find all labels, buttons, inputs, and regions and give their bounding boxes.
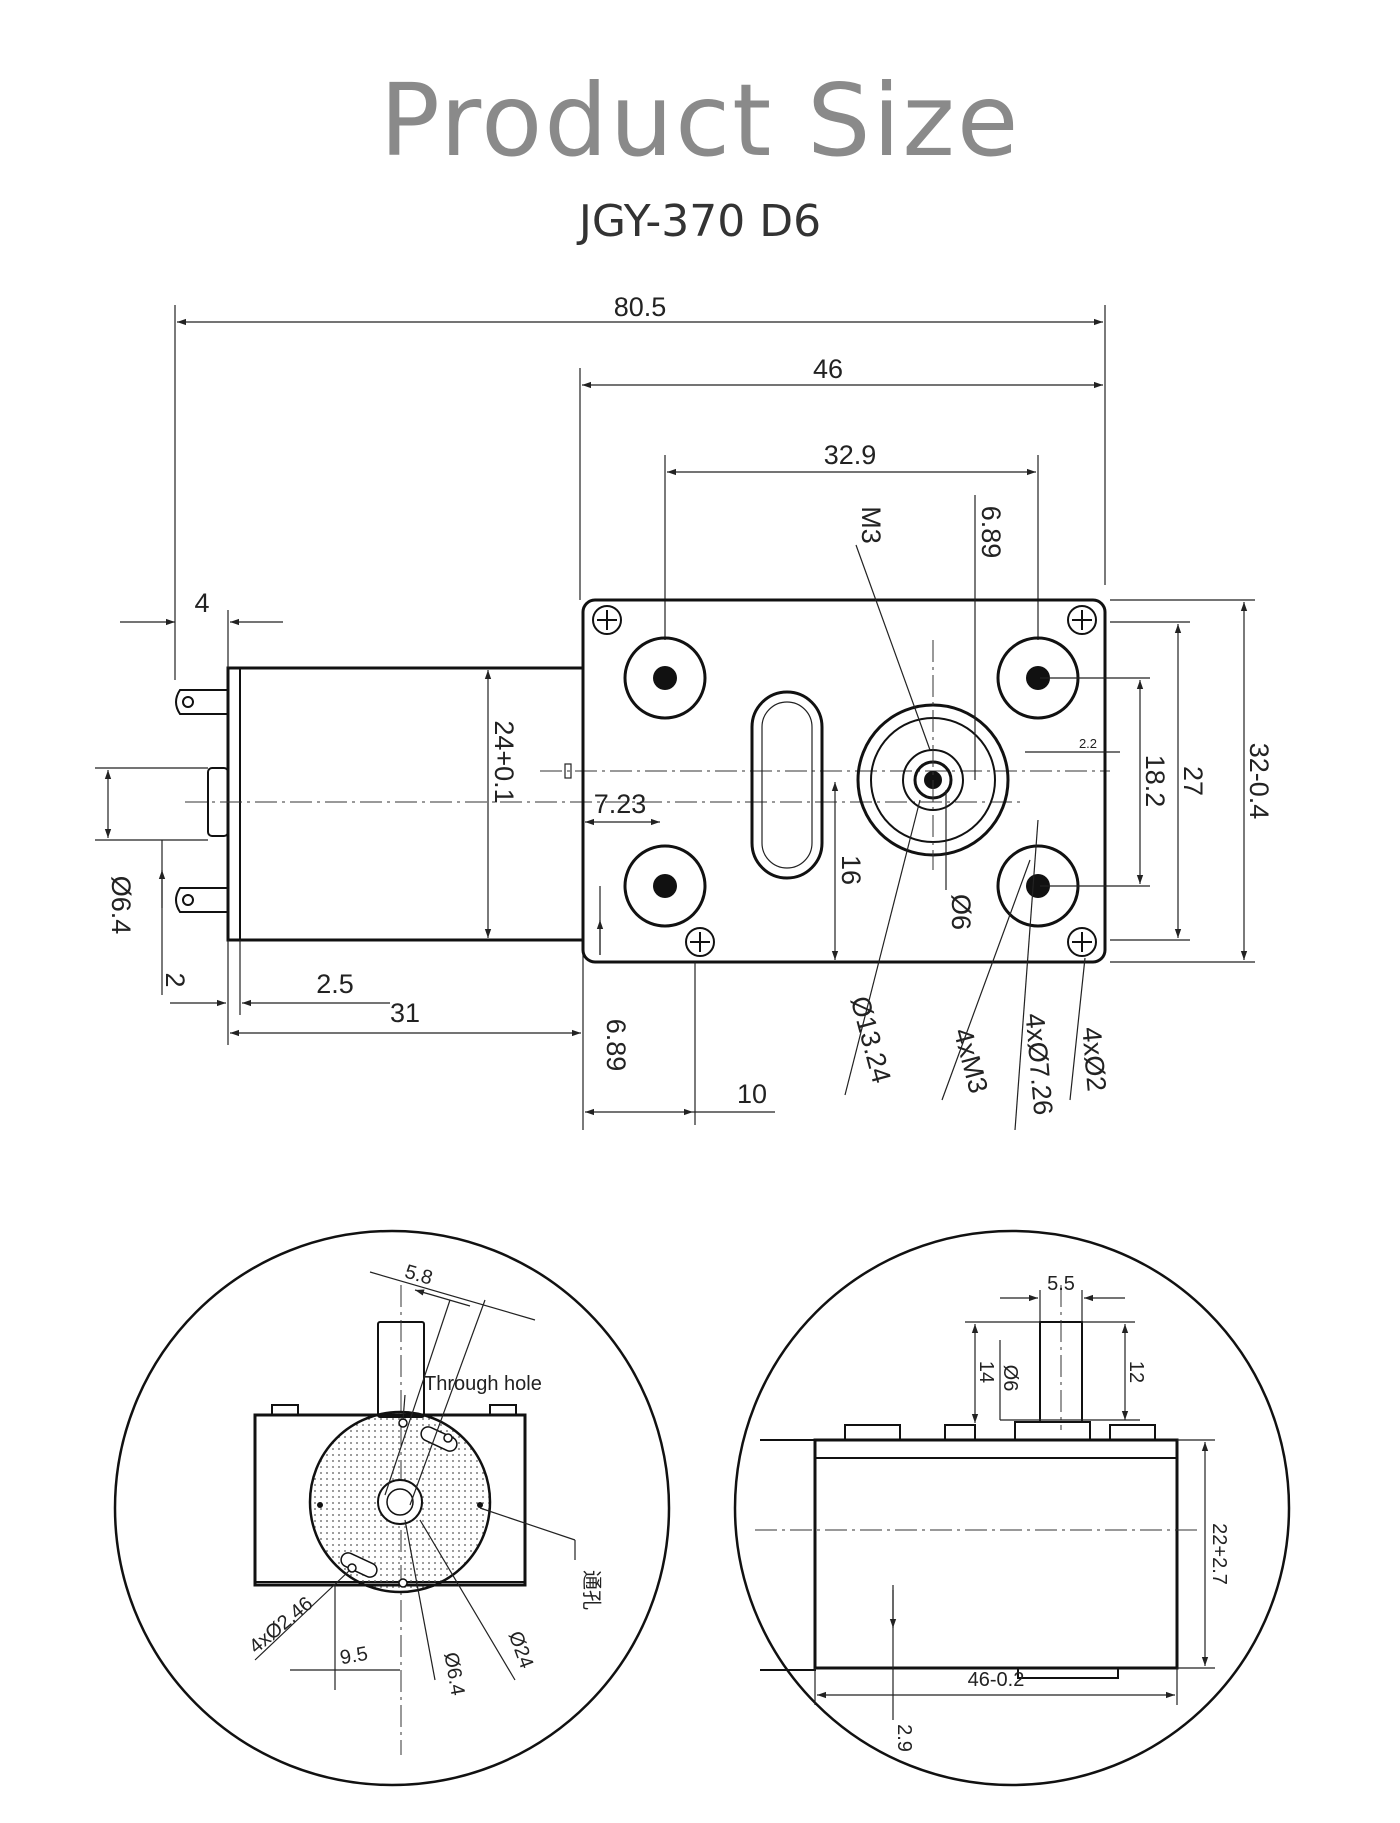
dim-mount-spacing: 32.9 [824, 440, 877, 470]
model-name: JGY-370 D6 [578, 196, 822, 247]
dim-2-2: 2.2 [1079, 736, 1097, 751]
label-m3: M3 [856, 506, 886, 544]
dim-27: 27 [1178, 766, 1208, 796]
label-4x2-46: 4xØ2.46 [245, 1593, 317, 1658]
screw-bottom-left [685, 927, 715, 957]
end-view: 5.8 Through hole 通孔 4xØ2.46 9.5 Ø6.4 Ø24 [113, 1229, 671, 1787]
dim-5-5: 5.5 [1047, 1273, 1075, 1295]
mount-hole-bl [623, 844, 707, 928]
dim-d6-4: Ø6.4 [439, 1651, 468, 1698]
screw-bottom-right [1067, 927, 1097, 957]
mount-hole-tl [623, 636, 707, 720]
dim-7-23: 7.23 [594, 789, 647, 819]
dim-motor-diameter: 24+0.1 [489, 720, 519, 803]
dim-12: 12 [1125, 1361, 1147, 1383]
dim-2-5: 2.5 [316, 969, 354, 999]
label-4x2: 4xØ2 [1076, 1026, 1112, 1093]
side-view-circle [733, 1229, 1291, 1787]
dim-5-8: 5.8 [402, 1261, 435, 1290]
dim-2-9: 2.9 [893, 1724, 915, 1752]
dim-boss-d64-left: Ø6.4 [106, 876, 136, 935]
terminal-top [175, 689, 228, 715]
top-view: 80.5 46 32.9 4 24+0.1 Ø6.4 [95, 292, 1274, 1131]
dim-motor-length: 31 [390, 998, 420, 1028]
terminal-bottom [175, 887, 228, 913]
side-view: 5.5 14 Ø6 12 22+2.7 46-0.2 2.9 [733, 1229, 1291, 1787]
dim-shaft-d6: Ø6 [946, 894, 976, 930]
dim-16: 16 [836, 855, 866, 885]
dim-10: 10 [737, 1079, 767, 1109]
dim-terminal-width: 4 [194, 588, 209, 618]
dim-length: 46-0.2 [968, 1669, 1025, 1691]
label-4xm3: 4xM3 [948, 1025, 994, 1097]
screw-top-left [592, 605, 622, 635]
side-gearbox-body [813, 1438, 1179, 1670]
end-view-circle [113, 1229, 671, 1787]
dim-boss-d13-24: Ø13.24 [845, 993, 897, 1086]
dim-9-5: 9.5 [338, 1643, 369, 1669]
dim-shaft-d6-side: Ø6 [999, 1365, 1021, 1392]
label-through-hole: Through hole [424, 1373, 542, 1395]
dim-2: 2 [160, 972, 190, 987]
dim-overall-length: 80.5 [614, 292, 667, 322]
dim-height: 22+2.7 [1208, 1523, 1230, 1585]
motor-body [226, 666, 585, 942]
dim-18-2: 18.2 [1140, 755, 1170, 808]
dim-6-89-top: 6.89 [976, 506, 1006, 559]
dim-6-89-bottom: 6.89 [601, 1019, 631, 1072]
label-through-hole-cn: 通孔 [580, 1570, 603, 1610]
gearbox-plate [581, 598, 1107, 964]
dim-gearbox-length: 46 [813, 354, 843, 384]
page-title: Product Size [379, 62, 1021, 179]
label-4x7-26: 4xØ7.26 [1020, 1012, 1059, 1116]
dim-14: 14 [975, 1361, 997, 1383]
slot [750, 690, 824, 880]
dim-width-total: 32-0.4 [1244, 743, 1274, 820]
screw-top-right [1067, 605, 1097, 635]
dim-d24: Ø24 [504, 1628, 538, 1671]
